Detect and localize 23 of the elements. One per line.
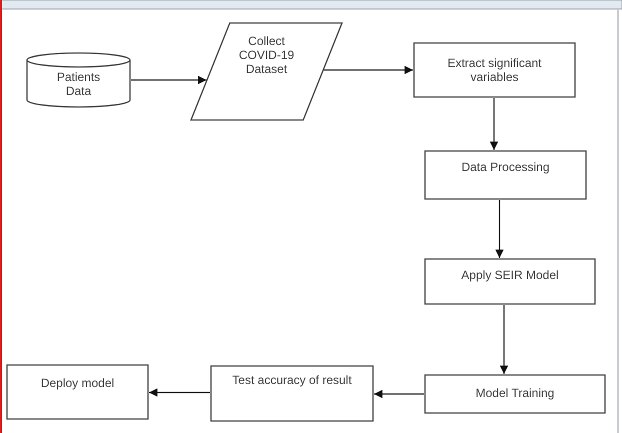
arrow: [495, 200, 504, 258]
arrow: [149, 388, 210, 397]
node-label: Apply SEIR Model: [460, 268, 560, 282]
node-label: Patients Data: [56, 70, 102, 98]
database-cylinder: [26, 52, 131, 108]
process-box: [210, 365, 374, 422]
input-parallelogram: [190, 22, 343, 121]
process-box: [424, 374, 606, 414]
arrow: [131, 76, 206, 84]
process-box: [424, 258, 596, 305]
process-box: [413, 42, 576, 98]
arrow: [374, 390, 424, 398]
process-box: [424, 150, 587, 200]
arrow: [490, 98, 498, 150]
node-label: Model Training: [474, 386, 556, 400]
process-box: [6, 364, 149, 420]
node-label: Deploy model: [40, 376, 116, 390]
arrow: [500, 305, 508, 374]
node-label: Data Processing: [460, 160, 551, 174]
node-label: Collect COVID-19 Dataset: [238, 34, 296, 76]
arrow: [324, 66, 413, 74]
node-label: Extract significant variables: [446, 56, 543, 84]
node-label: Test accuracy of result: [231, 373, 353, 387]
